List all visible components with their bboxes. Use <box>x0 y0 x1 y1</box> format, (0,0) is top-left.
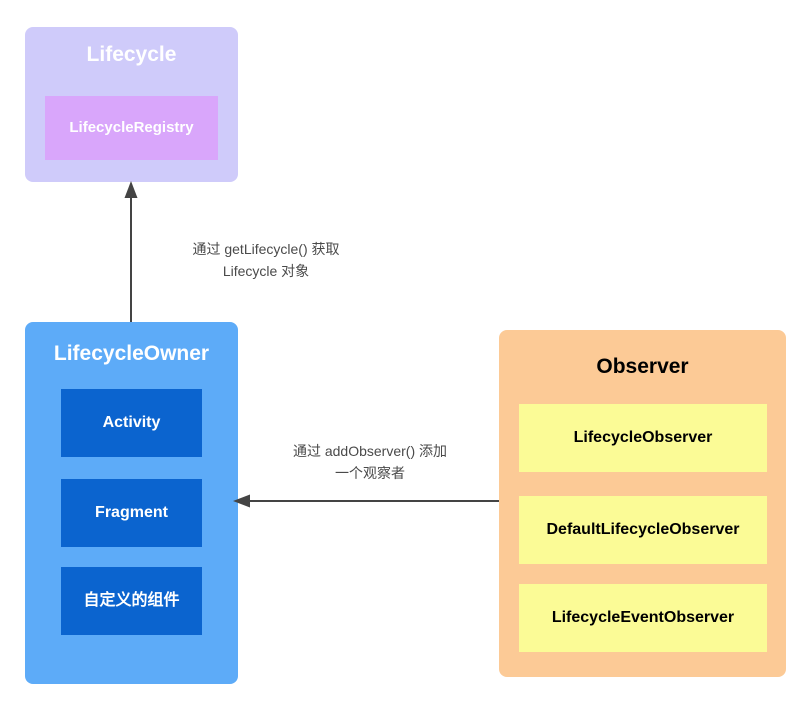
child-box-fragment[interactable]: Fragment <box>61 479 202 547</box>
group-title-observer: Observer <box>596 355 689 378</box>
child-box-defaultlifecycleobserver[interactable]: DefaultLifecycleObserver <box>519 496 767 564</box>
group-title-lifecycle: Lifecycle <box>86 43 177 66</box>
edge-label-getlifecycle: 通过 getLifecycle() 获取 Lifecycle 对象 <box>192 241 340 279</box>
child-box-activity[interactable]: Activity <box>61 389 202 457</box>
group-box-lifecycle[interactable]: Lifecycle LifecycleRegistry <box>25 27 238 182</box>
group-box-observer[interactable]: Observer LifecycleObserver DefaultLifecy… <box>499 330 786 677</box>
child-box-lifecycleeventobserver[interactable]: LifecycleEventObserver <box>519 584 767 652</box>
arrow-addobserver-icon <box>233 494 499 508</box>
child-box-lifecycle-registry[interactable]: LifecycleRegistry <box>45 96 218 160</box>
arrow-getlifecycle-icon <box>124 181 138 322</box>
edge-label-addobserver: 通过 addObserver() 添加 一个观察者 <box>292 443 448 481</box>
group-box-lifecycleowner[interactable]: LifecycleOwner Activity Fragment 自定义的组件 <box>25 322 238 684</box>
group-title-lifecycleowner: LifecycleOwner <box>53 342 210 365</box>
child-box-lifecycleobserver[interactable]: LifecycleObserver <box>519 404 767 472</box>
child-box-custom-component[interactable]: 自定义的组件 <box>61 567 202 635</box>
